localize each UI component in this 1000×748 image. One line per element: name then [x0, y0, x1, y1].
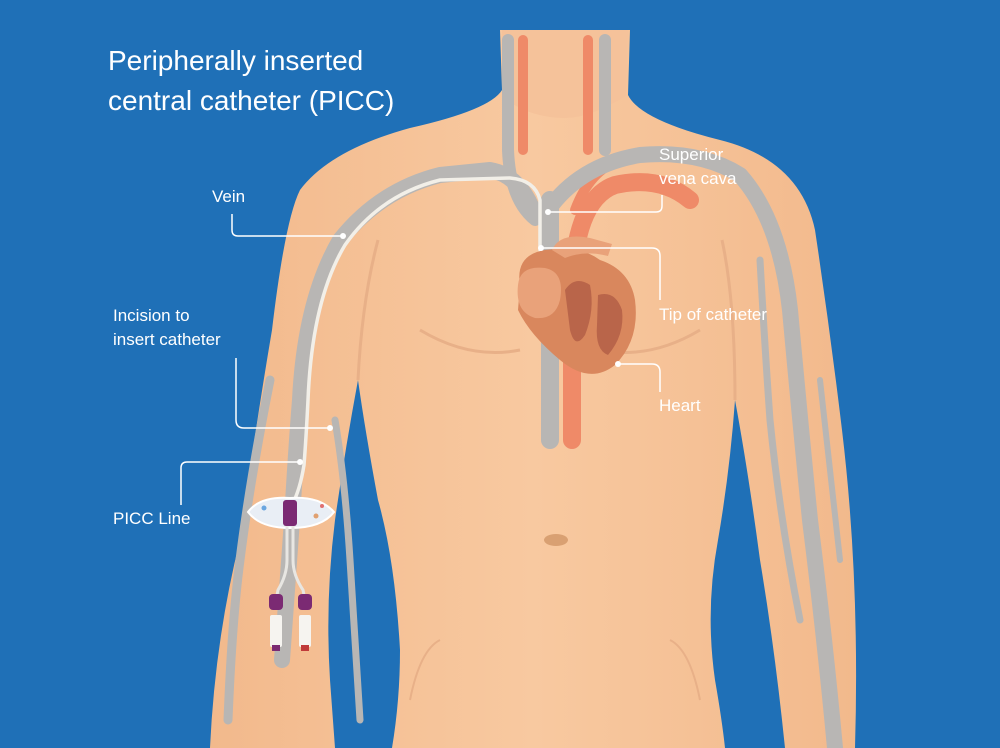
arm-vein-left-inner: [331, 416, 364, 724]
label-vein: Vein: [212, 187, 246, 206]
heart-chamber-left: [565, 281, 592, 342]
lumen-right: [291, 526, 307, 601]
arm-vein-right-inner: [756, 256, 804, 624]
leader-picc-line: [180, 461, 300, 505]
hip-contour: [409, 639, 701, 701]
label-incision-line-2: insert catheter: [113, 330, 221, 349]
arm-crease-left: [356, 239, 380, 381]
clamp-left: [269, 594, 283, 610]
title-line-2: central catheter (PICC): [108, 85, 395, 116]
cap-left-tip: [272, 645, 280, 651]
cap-left: [270, 615, 282, 647]
label-tip-of-catheter: Tip of catheter: [659, 305, 768, 324]
label-svc-line-1: Superior: [659, 145, 724, 164]
subclavian-vein-left: [274, 162, 543, 668]
leader-heart: [618, 363, 661, 392]
connector-hub: [283, 500, 297, 526]
neck: [502, 30, 628, 118]
label-heart: Heart: [659, 396, 701, 415]
leader-lines: [180, 195, 663, 505]
label-incision-line-1: Incision to: [113, 306, 190, 325]
heart: [517, 236, 636, 374]
clamp-right: [298, 594, 312, 610]
heart-atrium: [517, 267, 561, 319]
leader-tip: [541, 247, 661, 300]
dressing-dot-2: [313, 513, 319, 519]
leader-dots: [297, 209, 621, 465]
heart-chamber-right: [596, 294, 623, 355]
cap-right-tip: [301, 645, 309, 651]
picc-device: [246, 496, 336, 651]
label-svc-line-2: vena cava: [659, 169, 737, 188]
cap-right: [299, 615, 311, 647]
leader-svc: [548, 195, 663, 213]
arm-vein-left-lower: [223, 375, 275, 725]
title-line-1: Peripherally inserted: [108, 45, 364, 76]
leader-vein: [231, 214, 343, 237]
arm-vein-right-outer: [817, 377, 843, 563]
dressing-dot-1: [261, 505, 267, 511]
picc-catheter: [290, 176, 542, 507]
dressing-dot-3: [320, 504, 324, 508]
arm-crease-right: [720, 239, 737, 401]
lumen-left: [274, 526, 289, 601]
navel: [544, 534, 568, 546]
veins: [223, 34, 843, 748]
subclavian-vein-right: [540, 146, 843, 748]
leader-incision: [235, 358, 330, 429]
label-picc-line: PICC Line: [113, 509, 191, 528]
